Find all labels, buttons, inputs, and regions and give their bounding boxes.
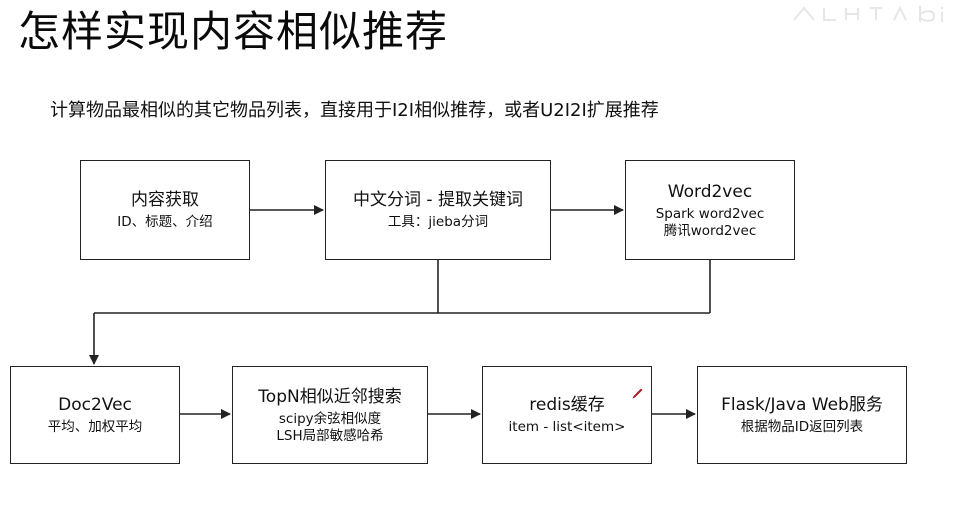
redis-cache-box: redis缓存 item - list<item> (482, 366, 652, 464)
doc2vec-box: Doc2Vec 平均、加权平均 (10, 366, 180, 464)
word2vec-box: Word2vec Spark word2vec 腾讯word2vec (625, 160, 795, 260)
web-service-label: Flask/Java Web服务 (721, 395, 883, 415)
topn-detail-lsh: LSH局部敏感哈希 (276, 427, 384, 444)
word2vec-detail-tencent: 腾讯word2vec (663, 222, 757, 239)
web-service-box: Flask/Java Web服务 根据物品ID返回列表 (697, 366, 907, 464)
web-service-detail: 根据物品ID返回列表 (740, 419, 864, 435)
segmentation-label: 中文分词 - 提取关键词 (353, 190, 523, 210)
word2vec-detail-spark: Spark word2vec (655, 205, 765, 222)
watermark-logo (793, 5, 943, 22)
slide-subtitle: 计算物品最相似的其它物品列表，直接用于I2I相似推荐，或者U2I2I扩展推荐 (50, 100, 659, 121)
slide-title: 怎样实现内容相似推荐 (18, 7, 449, 56)
content-fetch-box: 内容获取 ID、标题、介绍 (80, 160, 250, 260)
topn-search-label: TopN相似近邻搜索 (258, 386, 402, 407)
content-fetch-detail: ID、标题、介绍 (117, 214, 213, 230)
word2vec-label: Word2vec (667, 181, 753, 202)
redis-cache-detail: item - list<item> (508, 419, 626, 435)
topn-search-box: TopN相似近邻搜索 scipy余弦相似度 LSH局部敏感哈希 (232, 366, 428, 464)
doc2vec-label: Doc2Vec (58, 395, 132, 415)
content-fetch-label: 内容获取 (131, 190, 199, 210)
pen-cursor-icon (632, 388, 643, 399)
redis-cache-label: redis缓存 (529, 395, 605, 415)
segmentation-detail: 工具：jieba分词 (387, 214, 489, 230)
doc2vec-detail: 平均、加权平均 (47, 419, 143, 435)
segmentation-box: 中文分词 - 提取关键词 工具：jieba分词 (325, 160, 551, 260)
topn-detail-scipy: scipy余弦相似度 (278, 410, 382, 427)
